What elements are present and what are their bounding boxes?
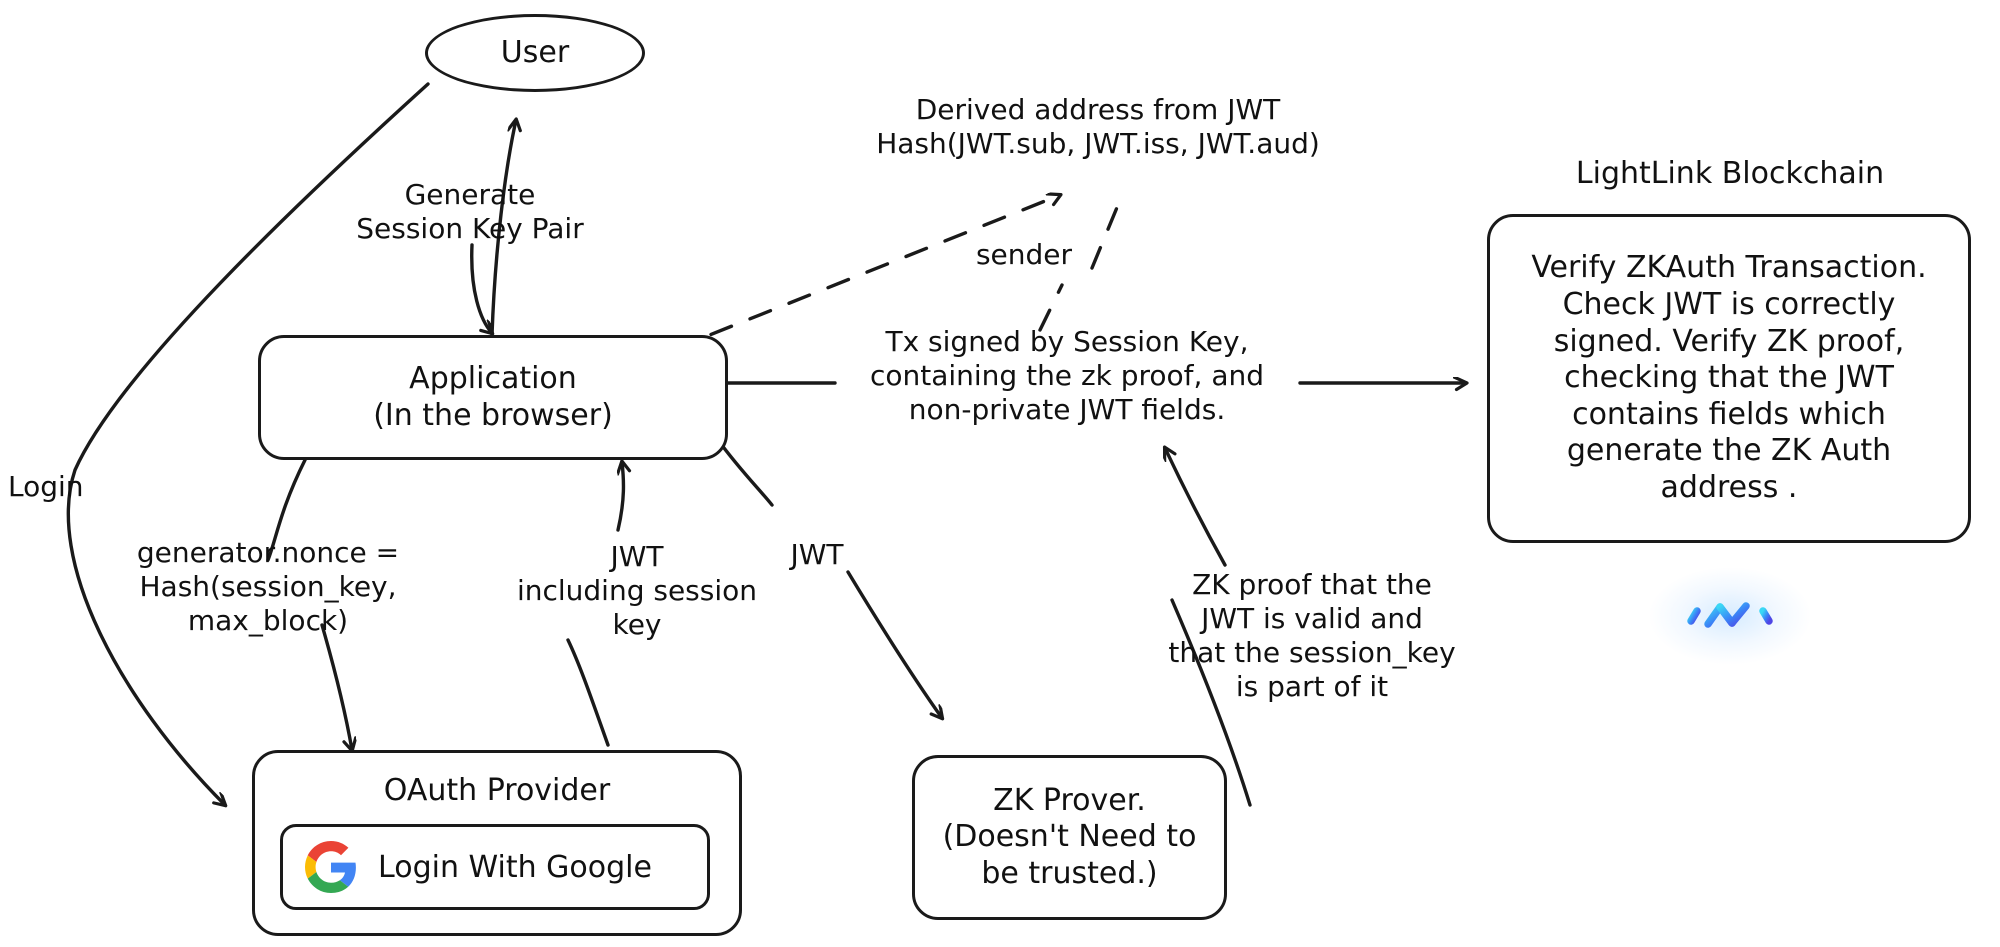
node-zk-prover-label: ZK Prover. (Doesn't Need to be trusted.)	[942, 782, 1197, 891]
node-lightlink-blockchain-body: Verify ZKAuth Transaction. Check JWT is …	[1531, 250, 1927, 505]
lightlink-logo	[1650, 568, 1810, 664]
edge-sender-dash-lower	[1038, 283, 1064, 332]
node-user-label: User	[500, 34, 570, 70]
lightlink-blockchain-title: LightLink Blockchain	[1575, 156, 1885, 191]
node-application-label: Application (In the browser)	[373, 360, 613, 433]
edge-jwt-back-stub	[566, 638, 610, 747]
node-zk-prover[interactable]: ZK Prover. (Doesn't Need to be trusted.)	[912, 755, 1227, 920]
edge-zkproof-to-app	[1165, 448, 1227, 567]
label-generate-session-key-pair: Generate Session Key Pair	[356, 178, 584, 246]
edge-nonce-to-oauth	[320, 623, 352, 750]
edge-jwt-to-prover	[846, 570, 942, 718]
lightlink-logo-icon	[1687, 602, 1773, 628]
edge-generate-session-key-down	[470, 243, 492, 333]
node-user[interactable]: User	[425, 14, 645, 92]
label-sender: sender	[975, 238, 1073, 271]
label-zk-proof: ZK proof that the JWT is valid and that …	[1168, 568, 1456, 704]
label-login: Login	[8, 470, 84, 503]
edge-jwt-back-to-app	[618, 462, 623, 532]
login-with-google-button[interactable]: Login With Google	[280, 824, 710, 910]
label-jwt-including-session-key: JWT including session key	[516, 540, 758, 642]
label-generator-nonce: generator.nonce = Hash(session_key, max_…	[136, 536, 400, 638]
label-jwt-to-prover: JWT	[790, 538, 844, 571]
node-application[interactable]: Application (In the browser)	[258, 335, 728, 460]
login-with-google-label: Login With Google	[378, 849, 652, 885]
node-lightlink-blockchain[interactable]: Verify ZKAuth Transaction. Check JWT is …	[1487, 214, 1971, 543]
node-oauth-provider-title: OAuth Provider	[383, 773, 611, 808]
edge-jwt-prover-stub	[716, 438, 774, 507]
google-g-icon	[305, 841, 356, 893]
label-tx-signed: Tx signed by Session Key, containing the…	[869, 325, 1265, 427]
label-derived-address: Derived address from JWT Hash(JWT.sub, J…	[876, 93, 1320, 161]
